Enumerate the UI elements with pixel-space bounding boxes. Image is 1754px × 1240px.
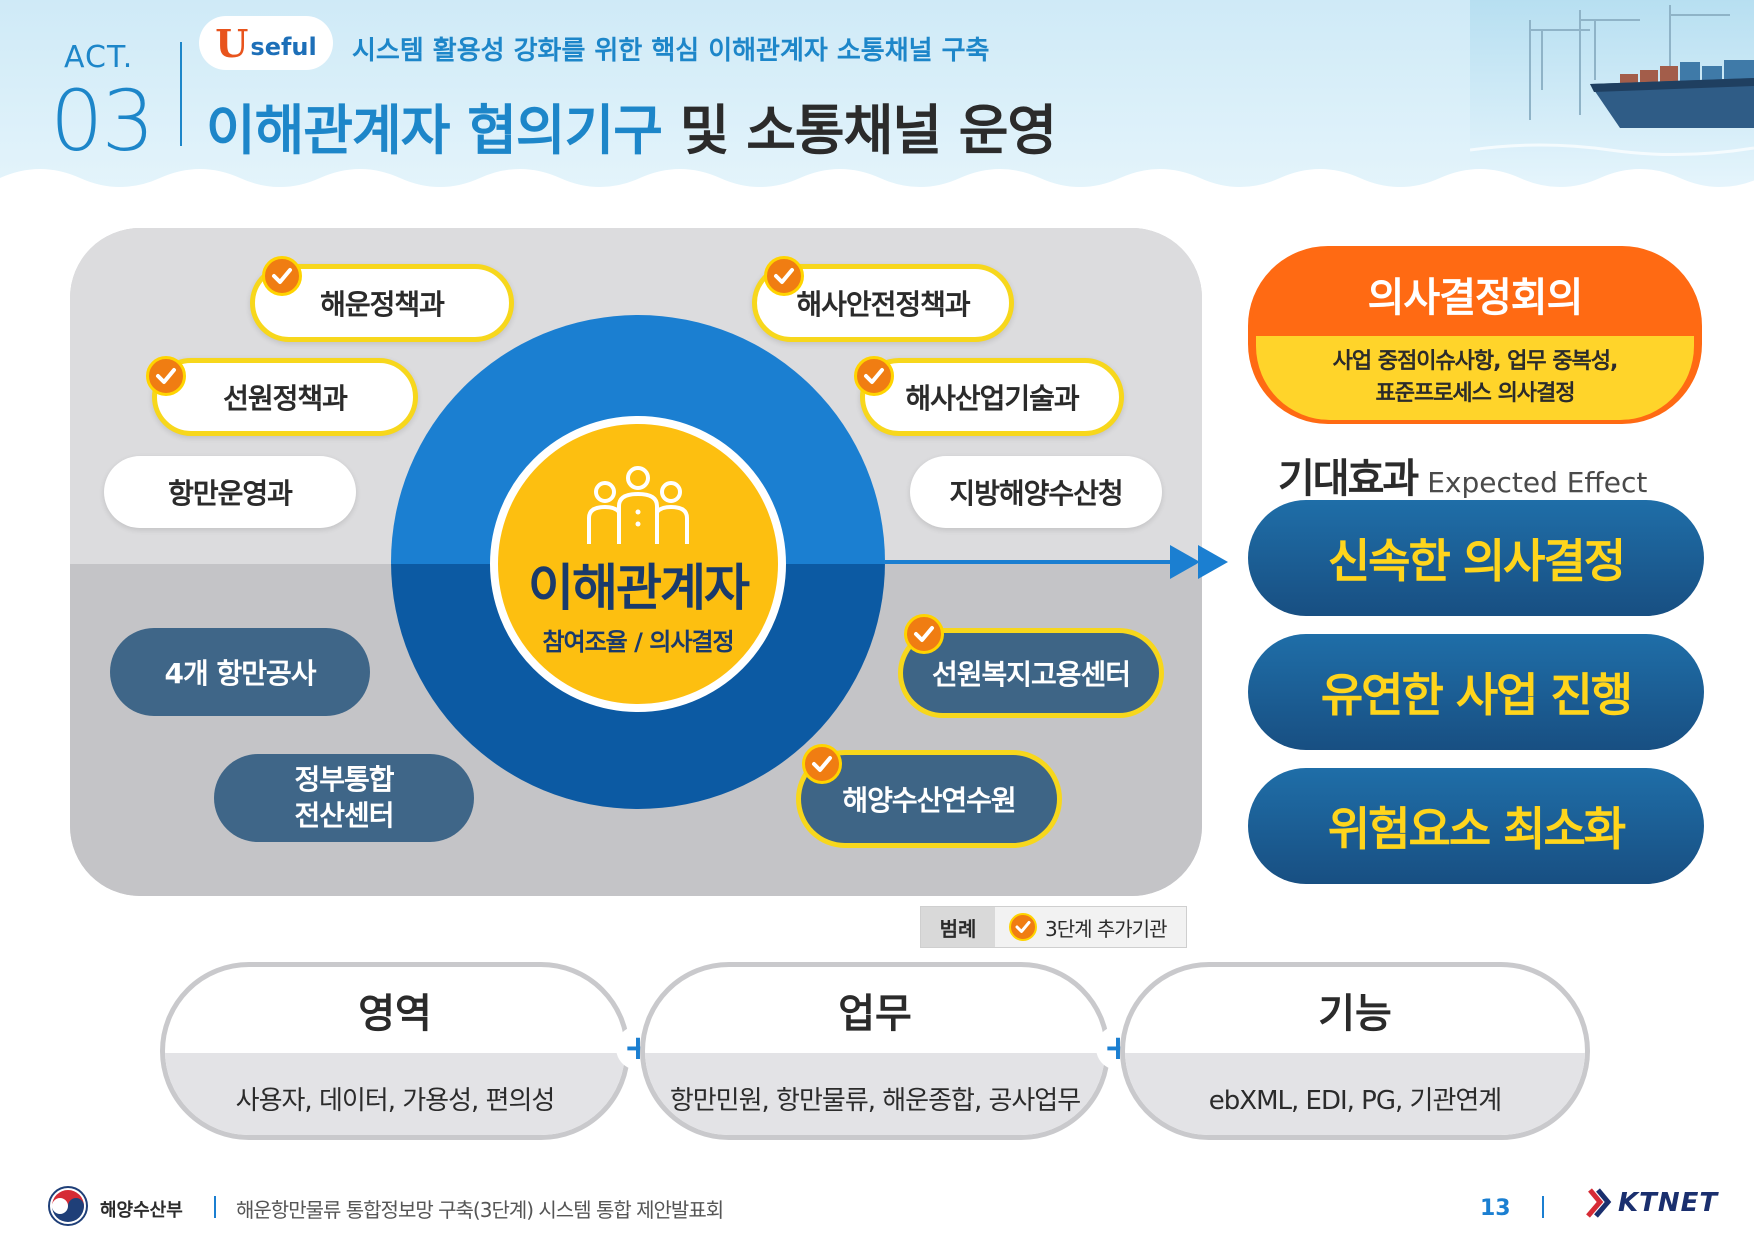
page-title-highlight: 이해관계자 협의기구 (206, 99, 663, 162)
stakeholder-core-title: 이해관계자 (528, 559, 750, 617)
node-maritime-industry-tech: 해사산업기술과 (860, 358, 1124, 436)
page-number: 13 (1480, 1196, 1511, 1221)
people-group-icon (587, 466, 689, 544)
page-subtitle: 시스템 활용성 강화를 위한 핵심 이해관계자 소통채널 구축 (352, 36, 990, 66)
node-label: 해사산업기술과 (905, 382, 1079, 415)
feature-title: 업무 (838, 991, 912, 1037)
check-badge-icon (764, 256, 804, 296)
decision-meeting-title: 의사결정회의 (1367, 275, 1584, 321)
feature-card-function: 기능 ebXML, EDI, PG, 기관연계 (1120, 962, 1590, 1140)
node-seafarer-welfare-center: 선원복지고용센터 (898, 628, 1164, 718)
page-title: 이해관계자 협의기구 및 소통채널 운영 (206, 86, 1057, 165)
footer-text: 해운항만물류 통합정보망 구축(3단계) 시스템 통합 제안발표회 (236, 1198, 724, 1222)
effect-risk-minimization: 위험요소 최소화 (1248, 768, 1704, 884)
decision-desc-line1: 사업 중점이슈사항, 업무 중복성, (1332, 349, 1619, 374)
ministry-emblem-icon (48, 1186, 88, 1226)
effect-flexible-progress: 유연한 사업 진행 (1248, 634, 1704, 750)
header-wave-decoration (0, 169, 1754, 192)
node-government-data-center: 정부통합 전산센터 (214, 754, 474, 842)
feature-card-area: 영역 사용자, 데이터, 가용성, 편의성 (160, 962, 630, 1140)
double-arrow-icon (1170, 545, 1228, 579)
feature-title: 기능 (1318, 991, 1392, 1037)
effect-fast-decision: 신속한 의사결정 (1248, 500, 1704, 616)
node-label: 지방해양수산청 (949, 477, 1123, 510)
legend-label: 범례 (921, 907, 995, 947)
connector-line (885, 560, 1175, 564)
node-label: 해운정책과 (320, 288, 445, 321)
page-divider (1542, 1196, 1544, 1218)
decision-meeting-card: 의사결정회의 사업 중점이슈사항, 업무 중복성, 표준프로세스 의사결정 (1248, 246, 1702, 424)
node-label: 선원복지고용센터 (931, 658, 1131, 691)
feature-desc: ebXML, EDI, PG, 기관연계 (1125, 1053, 1585, 1135)
footer-divider (214, 1196, 216, 1218)
ktnet-logo: KTNET (1584, 1188, 1718, 1218)
node-label: 선원정책과 (223, 382, 348, 415)
decision-desc-line2: 표준프로세스 의사결정 (1375, 381, 1575, 406)
check-badge-icon (802, 744, 842, 784)
check-badge-icon (262, 256, 302, 296)
page-title-rest: 및 소통채널 운영 (679, 99, 1057, 162)
node-port-authorities: 4개 항만공사 (110, 628, 370, 716)
act-label: ACT. (64, 40, 134, 75)
node-ocean-training-institute: 해양수산연수원 (796, 750, 1062, 848)
node-label: 4개 항만공사 (164, 657, 316, 690)
feature-card-business: 업무 항만민원, 항만물류, 해운종합, 공사업무 (640, 962, 1110, 1140)
ktnet-mark-icon (1586, 1188, 1612, 1218)
stakeholder-core-subtitle: 참여조율 / 의사결정 (542, 628, 734, 656)
node-label: 해양수산연수원 (842, 784, 1016, 817)
node-label: 해사안전정책과 (796, 288, 970, 321)
useful-badge-text: seful (250, 33, 317, 61)
legend: 범례 3단계 추가기관 (920, 906, 1187, 948)
feature-title: 영역 (358, 991, 432, 1037)
node-port-operations: 항만운영과 (104, 456, 356, 528)
node-seafarer-policy: 선원정책과 (152, 358, 418, 436)
check-badge-icon (1009, 913, 1037, 941)
expected-effect-heading: 기대효과 Expected Effect (1278, 446, 1647, 504)
decision-meeting-desc: 사업 중점이슈사항, 업무 중복성, 표준프로세스 의사결정 (1256, 336, 1694, 420)
ministry-name: 해양수산부 (100, 1200, 183, 1221)
act-divider (180, 42, 182, 146)
header-banner: ACT. 03 U seful 시스템 활용성 강화를 위한 핵심 이해관계자 … (0, 0, 1754, 192)
feature-desc: 항만민원, 항만물류, 해운종합, 공사업무 (645, 1053, 1105, 1135)
node-label-line2: 전산센터 (294, 799, 394, 832)
useful-badge-initial: U (215, 20, 249, 66)
feature-desc: 사용자, 데이터, 가용성, 편의성 (165, 1053, 625, 1135)
check-badge-icon (854, 356, 894, 396)
stakeholder-core-circle: 이해관계자 참여조율 / 의사결정 (490, 416, 786, 712)
ktnet-wordmark: KTNET (1618, 1188, 1719, 1218)
node-regional-oceans-office: 지방해양수산청 (910, 456, 1162, 528)
expected-effect-heading-en: Expected Effect (1427, 466, 1648, 499)
node-label-line1: 정부통합 (294, 763, 394, 796)
check-badge-icon (146, 356, 186, 396)
port-ship-illustration (1470, 0, 1754, 190)
check-badge-icon (904, 614, 944, 654)
expected-effect-heading-ko: 기대효과 (1278, 456, 1419, 502)
legend-text: 3단계 추가기관 (1045, 916, 1167, 941)
useful-badge: U seful (199, 16, 333, 70)
node-label: 항만운영과 (168, 477, 293, 510)
act-number: 03 (50, 72, 155, 170)
